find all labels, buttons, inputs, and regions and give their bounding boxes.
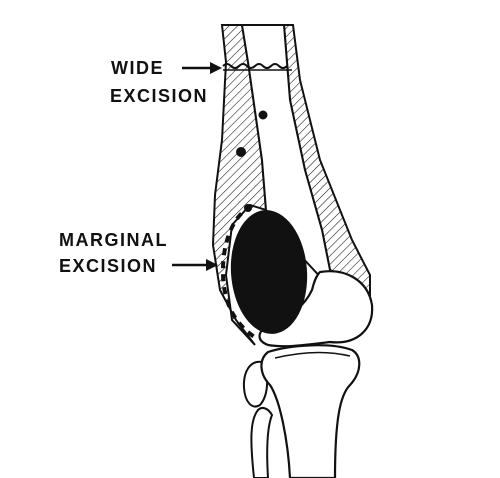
wide-excision-label-line2: EXCISION [110, 86, 209, 106]
satellite-nodule [258, 110, 268, 120]
wide-excision-line [222, 63, 288, 69]
marginal-excision-arrowhead [206, 259, 218, 271]
tumor-mass [230, 210, 308, 334]
tibia [260, 344, 361, 478]
wide-excision-label-line1: WIDE [111, 58, 164, 78]
fibula [250, 406, 274, 478]
marginal-excision-label-line1: MARGINAL [59, 230, 168, 250]
satellite-nodule [236, 147, 246, 157]
tibia-articular-line [274, 351, 351, 359]
wide-excision-arrowhead [210, 62, 222, 74]
marginal-excision-line [220, 204, 258, 340]
patella [242, 360, 268, 408]
marginal-excision-label-line2: EXCISION [59, 256, 158, 276]
